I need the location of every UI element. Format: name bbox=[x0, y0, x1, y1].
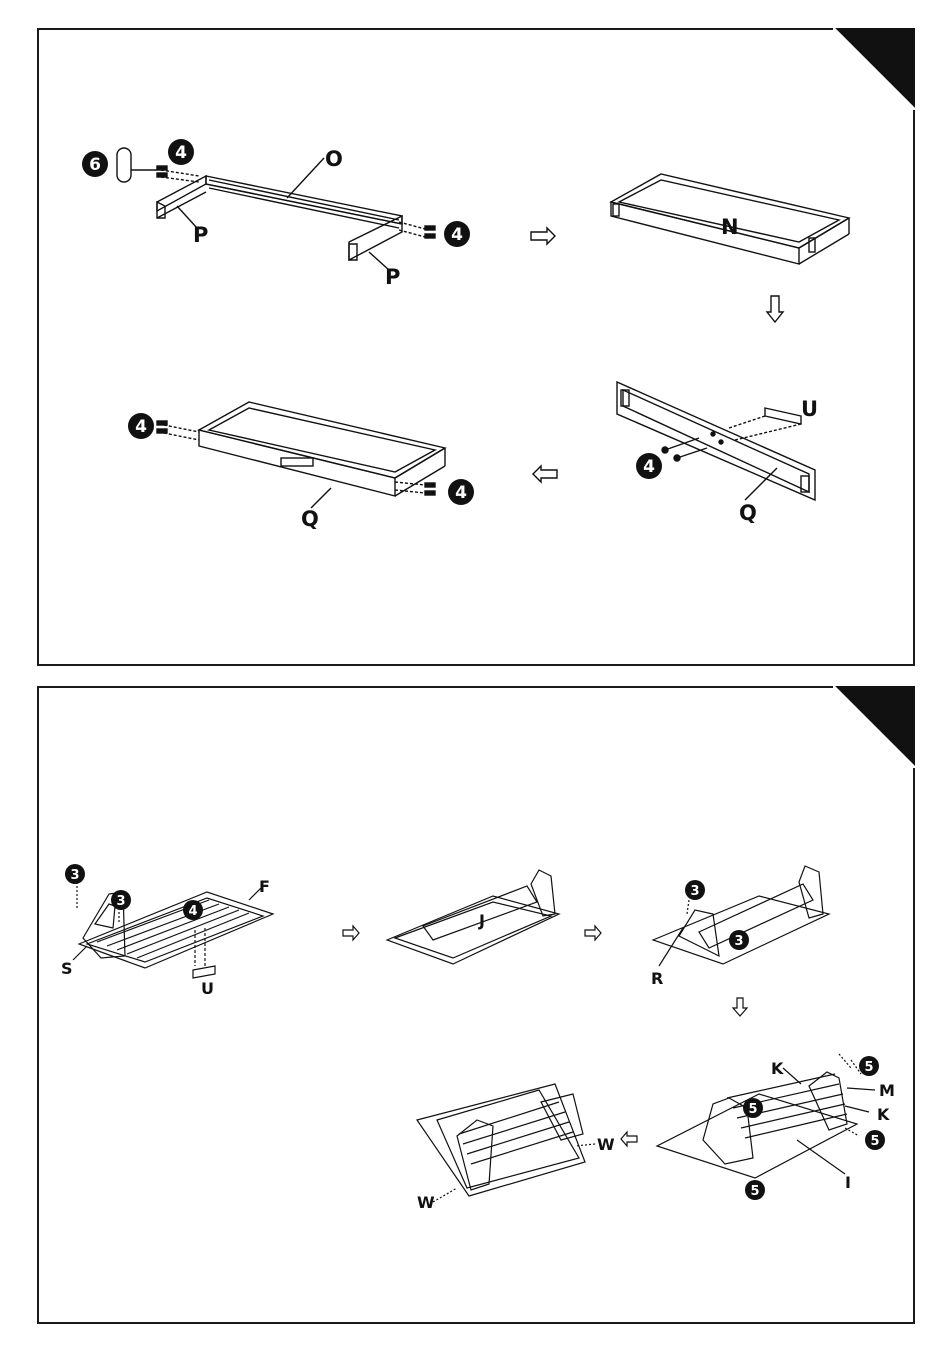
svg-text:6: 6 bbox=[89, 155, 101, 175]
step-2-diagram: 3 3 4 3 3 5 5 5 bbox=[39, 688, 913, 1322]
svg-text:5: 5 bbox=[870, 1134, 879, 1149]
part-label-o: O bbox=[325, 147, 343, 171]
bolts-right bbox=[399, 222, 435, 238]
rail-o bbox=[206, 176, 402, 228]
svg-text:4: 4 bbox=[455, 483, 467, 503]
flow-arrow-right[interactable] bbox=[585, 926, 601, 940]
svg-text:3: 3 bbox=[690, 884, 699, 899]
flow-arrow-right[interactable] bbox=[531, 228, 555, 244]
step-1-diagram: 6 4 4 4 4 4 O P P N U Q Q bbox=[39, 30, 913, 664]
part-label-w: W bbox=[597, 1135, 615, 1154]
svg-text:4: 4 bbox=[135, 417, 147, 437]
svg-text:5: 5 bbox=[750, 1184, 759, 1199]
pin-badge: 5 bbox=[743, 1098, 763, 1118]
screw-badge: 3 bbox=[729, 930, 749, 950]
svg-text:3: 3 bbox=[734, 934, 743, 949]
svg-text:4: 4 bbox=[188, 904, 197, 919]
flow-arrow-down[interactable] bbox=[733, 998, 747, 1016]
bolt-badge: 4 bbox=[444, 221, 470, 247]
part-label-q: Q bbox=[739, 501, 757, 525]
part-label-m: M bbox=[879, 1081, 895, 1100]
screw-badge: 3 bbox=[111, 890, 131, 910]
flow-arrow-right[interactable] bbox=[343, 926, 359, 940]
assembly-step-panel-2: 3 3 4 3 3 5 5 5 bbox=[37, 686, 915, 1324]
svg-text:5: 5 bbox=[864, 1060, 873, 1075]
pin-badge: 5 bbox=[745, 1180, 765, 1200]
part-label-n: N bbox=[721, 215, 739, 239]
screw-badge: 3 bbox=[65, 864, 85, 884]
drawer-front-q-flat bbox=[617, 382, 815, 500]
svg-text:4: 4 bbox=[175, 143, 187, 163]
base-with-bracket-r bbox=[653, 866, 829, 966]
base-with-panel-j bbox=[387, 870, 559, 964]
flow-arrow-down[interactable] bbox=[767, 296, 783, 322]
part-label-r: R bbox=[651, 969, 663, 988]
pin-badge: 5 bbox=[865, 1130, 885, 1150]
part-label-w: W bbox=[417, 1193, 435, 1212]
assembly-flipped bbox=[417, 1084, 595, 1202]
bolt-badge: 4 bbox=[183, 900, 203, 920]
part-label-s: S bbox=[61, 959, 73, 978]
part-label-u: U bbox=[801, 397, 818, 421]
assembly-step-panel-1: 6 4 4 4 4 4 O P P N U Q Q bbox=[37, 28, 915, 666]
part-label-p: P bbox=[385, 265, 400, 289]
bolts-left bbox=[157, 166, 199, 182]
svg-text:4: 4 bbox=[451, 225, 463, 245]
assembly-with-rails bbox=[657, 1054, 875, 1178]
screw-badge: 3 bbox=[685, 880, 705, 900]
base-frame-f bbox=[79, 892, 273, 968]
part-label-p: P bbox=[193, 223, 208, 247]
svg-text:4: 4 bbox=[643, 457, 655, 477]
part-label-k: K bbox=[771, 1059, 784, 1078]
tool-key bbox=[117, 148, 157, 182]
bolt-badge: 4 bbox=[448, 479, 474, 505]
part-label-u: U bbox=[201, 979, 214, 998]
part-label-i: I bbox=[845, 1173, 851, 1192]
flow-arrow-left[interactable] bbox=[533, 466, 557, 482]
drawer-assembled-q bbox=[157, 402, 445, 508]
bolt-badge: 4 bbox=[128, 413, 154, 439]
tool-badge: 6 bbox=[82, 151, 108, 177]
part-label-f: F bbox=[259, 877, 270, 896]
bolt-badge: 4 bbox=[168, 139, 194, 165]
pin-badge: 5 bbox=[859, 1056, 879, 1076]
part-label-k: K bbox=[877, 1105, 890, 1124]
svg-text:5: 5 bbox=[748, 1102, 757, 1117]
svg-text:3: 3 bbox=[116, 894, 125, 909]
bolt-badge: 4 bbox=[636, 453, 662, 479]
svg-text:3: 3 bbox=[70, 868, 79, 883]
flow-arrow-left[interactable] bbox=[621, 1132, 637, 1146]
part-label-q: Q bbox=[301, 507, 319, 531]
part-label-j: J bbox=[478, 911, 485, 930]
